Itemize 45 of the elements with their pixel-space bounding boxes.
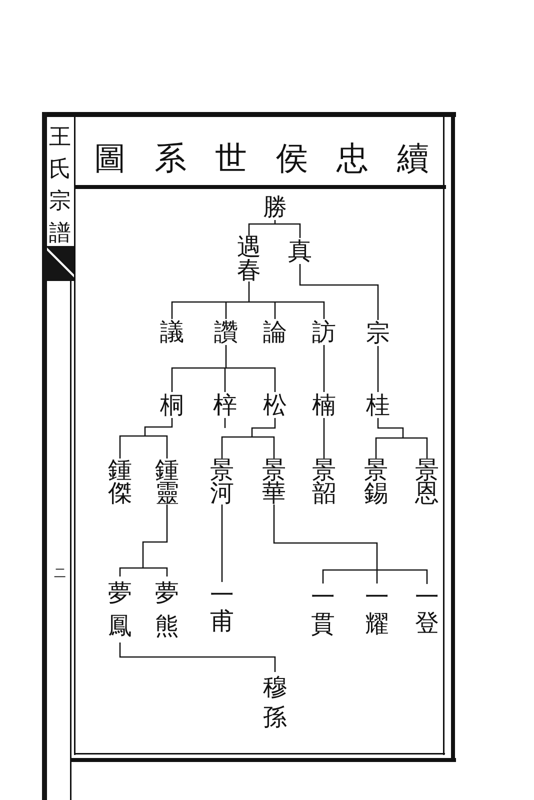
person-name: 夢鳳	[108, 576, 132, 642]
connector-line	[119, 417, 173, 460]
person-name: 議	[160, 319, 184, 345]
person-name: 一登	[415, 584, 439, 636]
connector-line	[119, 642, 276, 672]
person-name: 真	[288, 238, 312, 264]
connector-line	[375, 417, 428, 460]
spine-title: 王氏宗譜	[49, 124, 71, 248]
person-name: 一耀	[365, 584, 389, 638]
person-name: 景華	[262, 458, 286, 504]
person-name: 一甫	[210, 582, 234, 634]
connector-line	[323, 418, 325, 458]
connector-line	[224, 418, 226, 428]
person-name: 勝	[263, 194, 287, 220]
person-name: 論	[263, 319, 287, 345]
person-name: 宗	[366, 320, 390, 346]
person-name: 景河	[210, 458, 234, 504]
chart-title: 圖系世侯忠續	[94, 140, 429, 176]
person-name: 楠	[312, 392, 336, 418]
page-number: 二	[54, 566, 66, 580]
person-name: 鍾靈	[155, 458, 179, 504]
person-name: 景錫	[364, 458, 388, 504]
person-name: 松	[263, 392, 287, 418]
person-name: 梓	[213, 392, 237, 418]
connector-line	[248, 219, 301, 239]
person-name: 景韶	[312, 458, 336, 504]
person-name: 訪	[312, 319, 336, 345]
person-name: 一貫	[311, 584, 335, 638]
connector-line	[119, 504, 168, 578]
connector-line	[273, 504, 428, 585]
connector-line	[171, 344, 276, 393]
person-name: 桂	[366, 392, 390, 418]
connector-line	[221, 417, 276, 460]
person-name: 穆孫	[263, 672, 287, 732]
connector-line	[299, 264, 379, 320]
connector-line	[323, 345, 325, 392]
person-name: 讚	[214, 319, 238, 345]
connector-line	[171, 280, 325, 320]
connector-line	[377, 346, 379, 392]
person-name: 遇春	[237, 236, 261, 282]
connector-line	[221, 504, 223, 582]
person-name: 景恩	[415, 458, 439, 504]
person-name: 桐	[160, 392, 184, 418]
person-name: 夢熊	[155, 576, 179, 642]
person-name: 鍾傑	[108, 458, 132, 504]
